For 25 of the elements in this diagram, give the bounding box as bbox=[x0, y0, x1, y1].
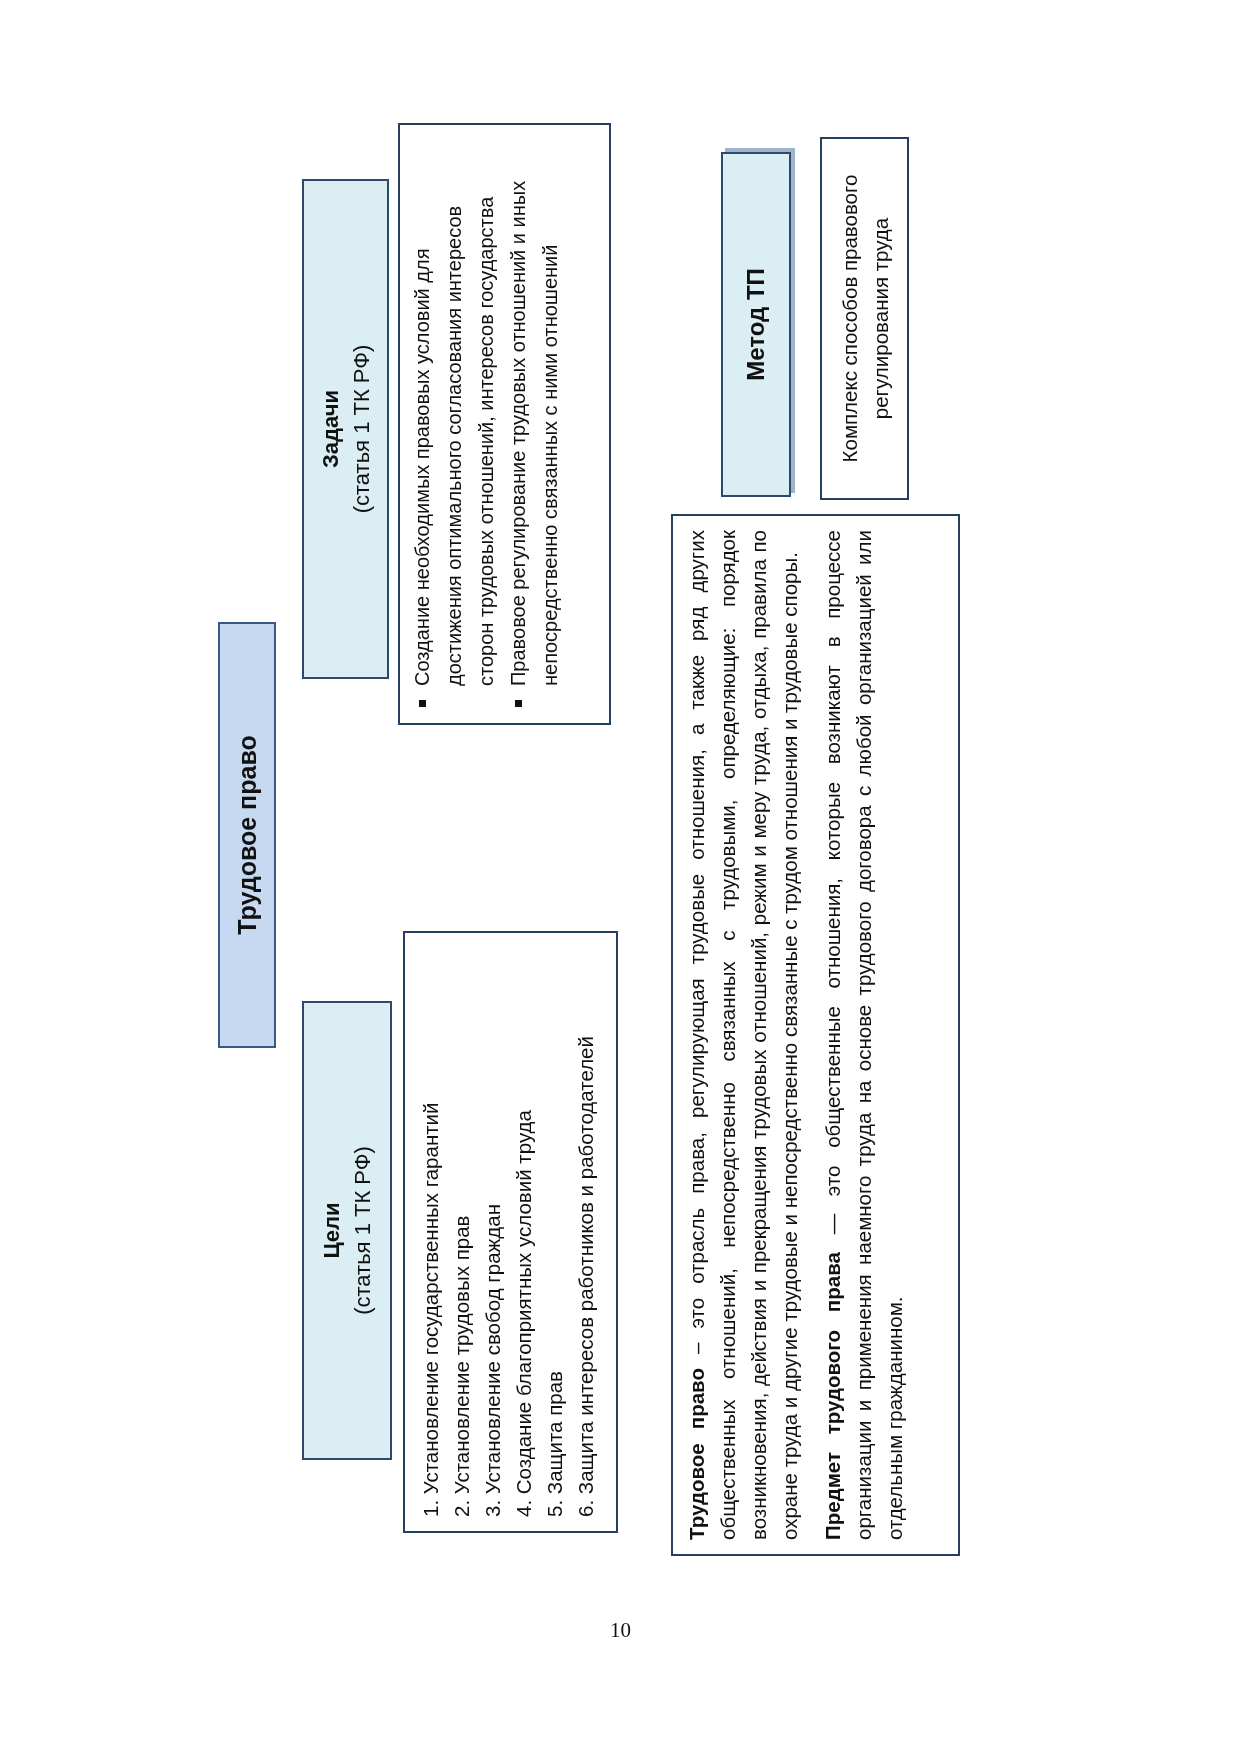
heading-text: Задачи bbox=[316, 390, 344, 468]
list-item: 6. Защита интересов работников и работодателей bbox=[573, 1036, 598, 1517]
list-item: 4. Создание благоприятных условий труда bbox=[511, 1110, 536, 1517]
topic-box bbox=[218, 622, 276, 1048]
heading-box bbox=[302, 179, 389, 679]
list-item: 3. Установление свобод граждан bbox=[480, 1204, 505, 1517]
paragraph: Предмет трудового права — это общественные отношения, которые возникают в процессе организации и применения наемного труда на основе трудового договора с любой организацией или отдельным гражданином. bbox=[820, 530, 907, 1540]
list-item: 5. Защита прав bbox=[542, 1371, 567, 1517]
definition-panel bbox=[671, 514, 960, 1556]
description-text: Комплекс способов правового регулирования труда bbox=[836, 173, 893, 465]
title-text: Трудовое право bbox=[232, 735, 262, 935]
list-item: Создание необходимых правовых условий для достижения оптимального согласования интересов сторон трудовых отношений, интересов государства bbox=[410, 195, 498, 686]
list-item: 1. Установление государственных гарантий bbox=[418, 1102, 443, 1517]
description-panel bbox=[820, 137, 909, 500]
subheading-text: (статья 1 ТК РФ) bbox=[349, 1146, 376, 1315]
list-item: 2. Установление трудовых прав bbox=[449, 1215, 474, 1517]
paragraph: Трудовое право – это отрасль права, регулирующая трудовые отношения, а также ряд других общественных отношений, непосредственно связанных с трудовыми, определяющие: порядок возникновения, действия и прекращения трудовых отношений, режим и меру труда, отдыха, правила по охране труда и другие трудовые и непосредственно связанные с трудом отношения и трудовые споры. bbox=[684, 530, 802, 1540]
subheading-text: (статья 1 ТК РФ) bbox=[347, 344, 375, 514]
heading-box bbox=[302, 1001, 392, 1460]
heading-text: Метод ТП bbox=[742, 268, 770, 381]
list-panel bbox=[398, 123, 611, 725]
list-item: Правовое регулирование трудовых отношений и иных непосредственно связанных с ними отношений bbox=[506, 179, 562, 686]
heading-text: Цели bbox=[318, 1202, 345, 1259]
list-panel bbox=[403, 931, 618, 1533]
page-number: 10 bbox=[610, 1618, 631, 1642]
